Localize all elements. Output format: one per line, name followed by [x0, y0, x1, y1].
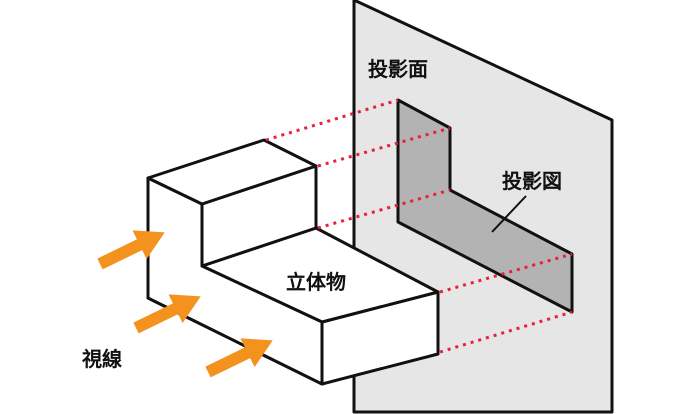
arrow-right-icon [205, 338, 273, 378]
projector-line [439, 310, 573, 354]
projection-leader-line [491, 195, 527, 233]
projector-line [317, 126, 451, 168]
solid-label: 立体物 [286, 270, 346, 294]
projector-line [439, 252, 573, 294]
projector-line [317, 188, 451, 230]
arrow-right-icon [133, 294, 201, 334]
projector-line [265, 98, 399, 142]
solid-object [146, 138, 440, 386]
sight-arrows [97, 230, 273, 378]
sight-label: 視線 [81, 347, 122, 371]
solid-upper-top [146, 138, 318, 206]
projection-label: 投影図 [502, 169, 562, 193]
projector-lines [265, 98, 573, 354]
plane-label: 投影面 [368, 57, 428, 81]
arrow-right-icon [97, 230, 165, 270]
